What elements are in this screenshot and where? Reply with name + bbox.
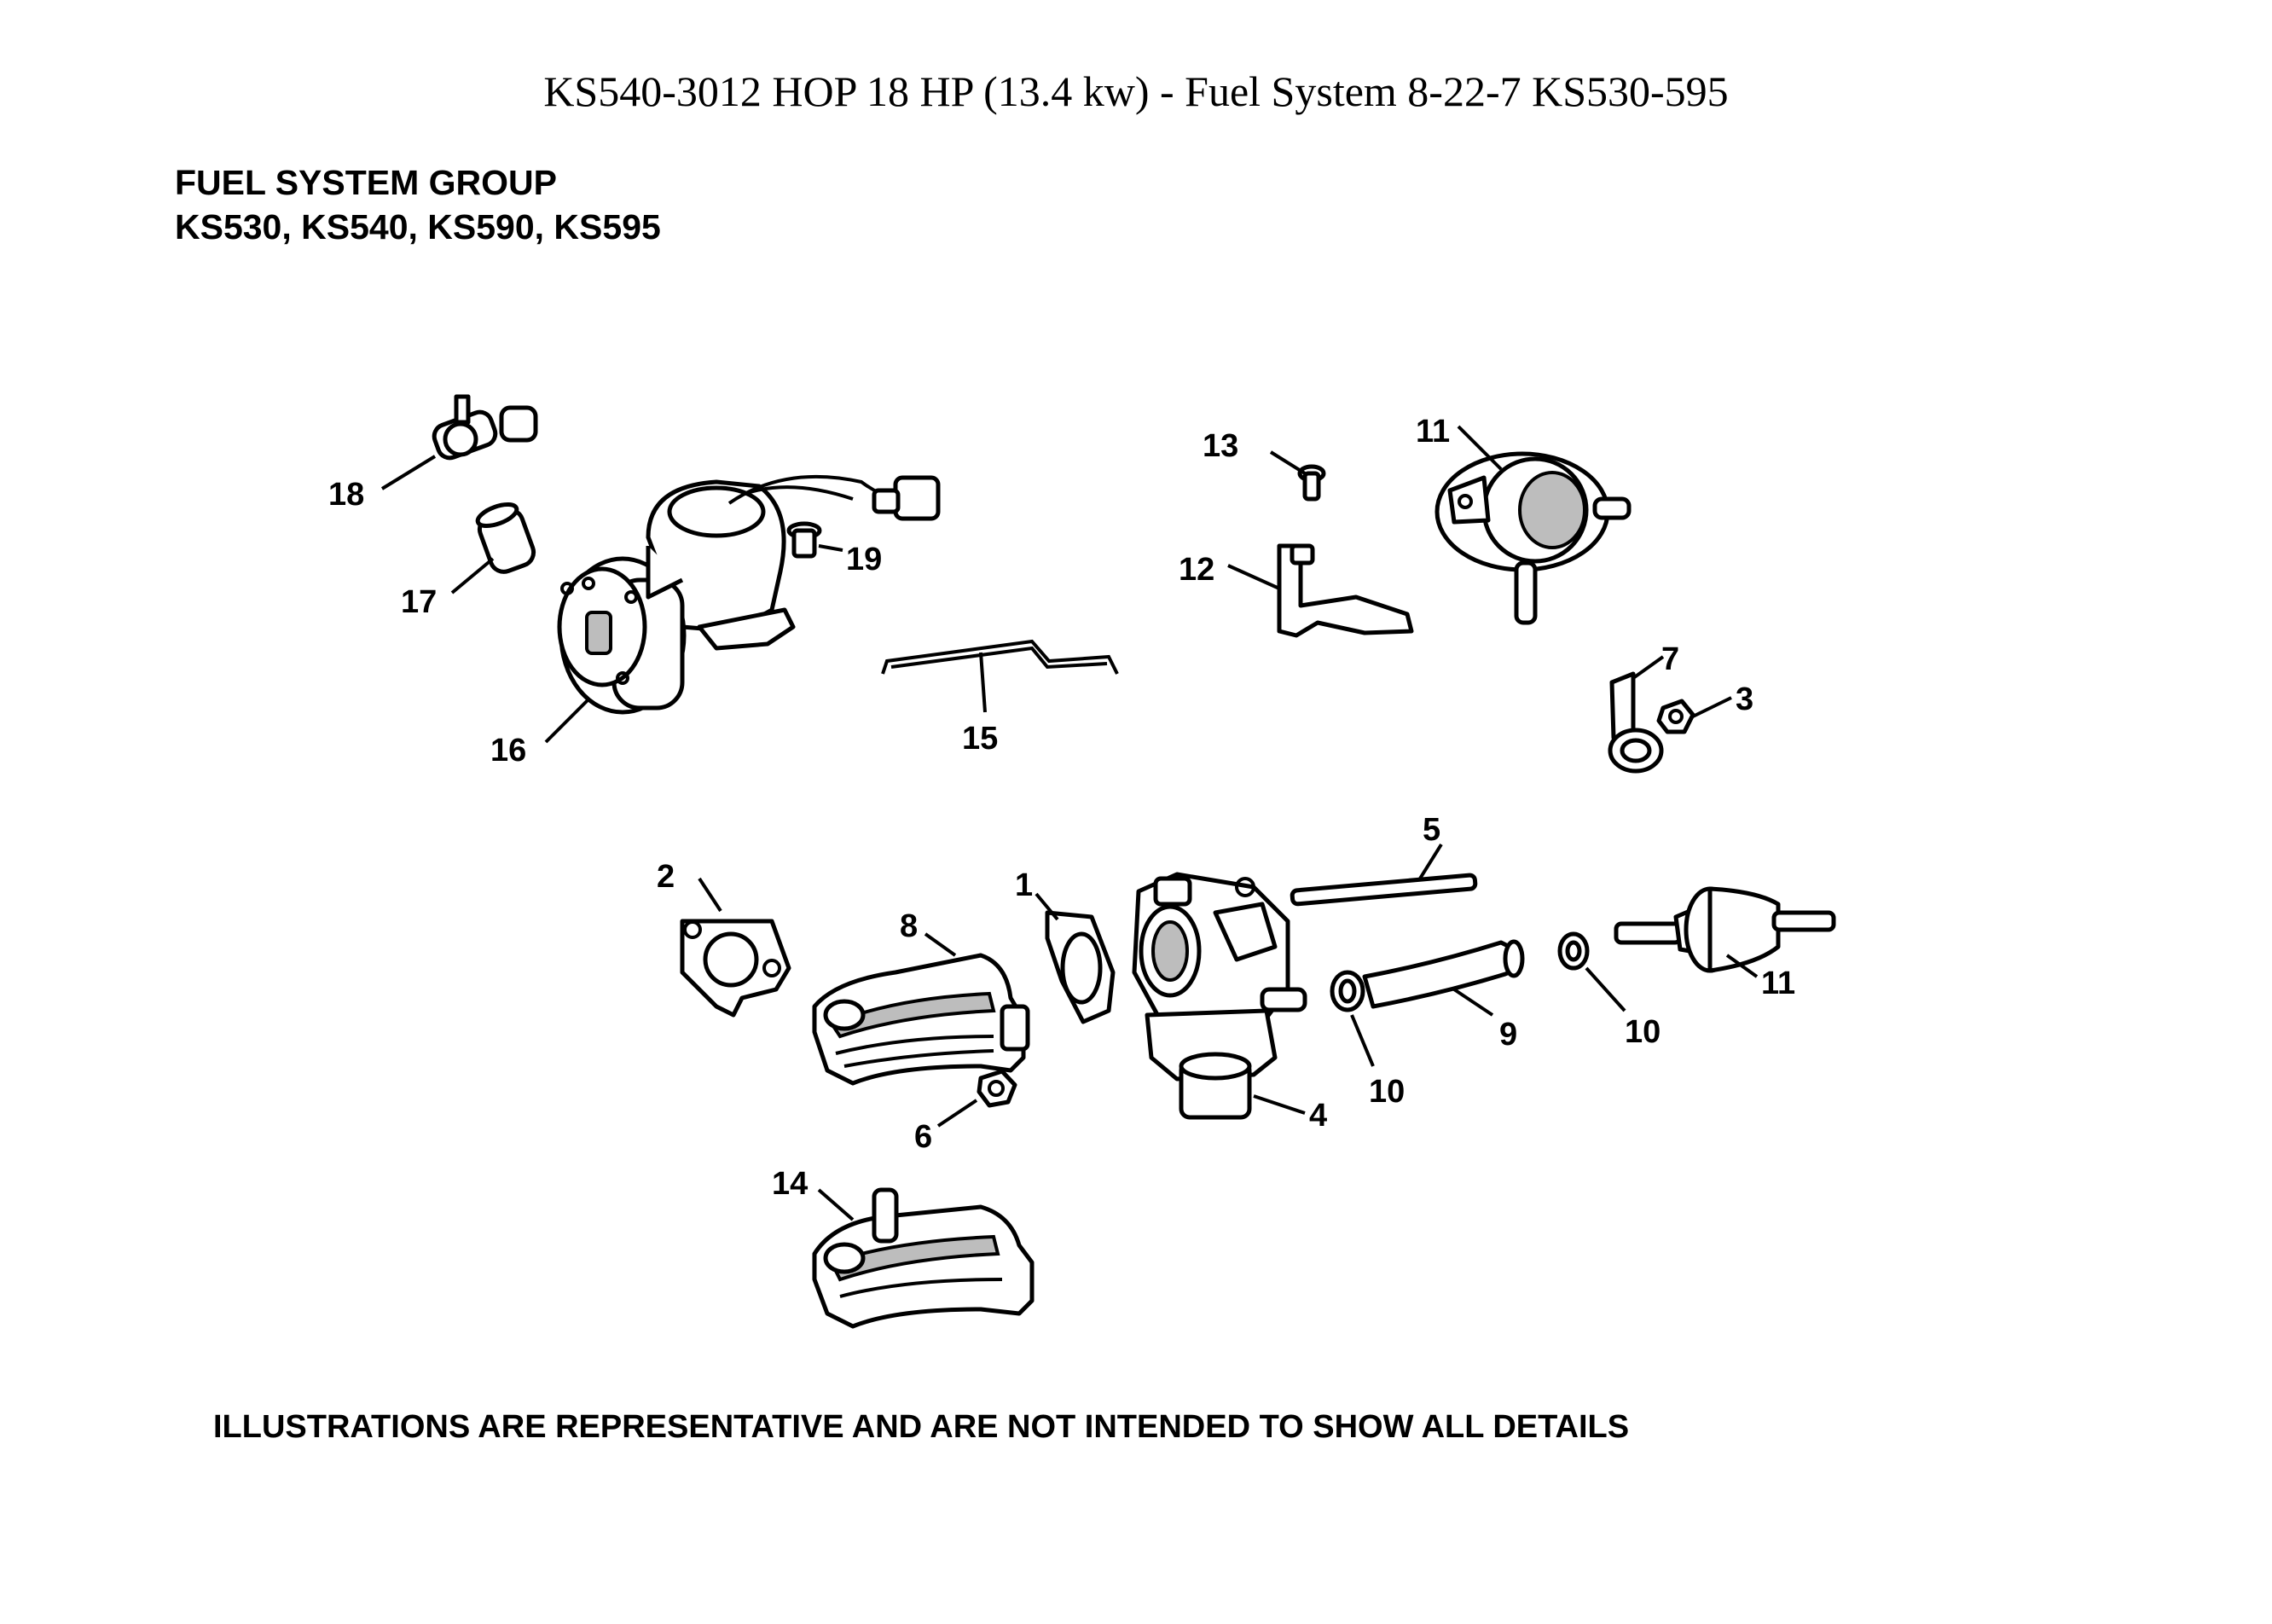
callout-3: 3 <box>1736 682 1753 717</box>
callout-8: 8 <box>900 908 918 944</box>
part-6-nut <box>977 1069 1017 1108</box>
part-18-hose <box>475 502 536 574</box>
callout-5: 5 <box>1423 812 1440 848</box>
part-1-gasket <box>1045 910 1116 1024</box>
part-14-screw <box>1297 464 1326 502</box>
part-12-fuel-pump <box>1434 451 1632 625</box>
part-13-bracket <box>1277 543 1414 638</box>
part-10-clamp-left <box>1330 970 1365 1012</box>
callout-10-right: 10 <box>1625 1014 1661 1050</box>
callout-18: 17 <box>401 584 437 620</box>
callout-17: 16 <box>490 733 526 768</box>
document-title: KS540-3012 HOP 18 HP (13.4 kw) - Fuel Sy… <box>543 67 1729 115</box>
part-15-intake <box>812 1187 1035 1329</box>
callout-1: 1 <box>1015 867 1033 903</box>
callout-16: 15 <box>962 721 998 757</box>
group-heading-line-2: KS530, KS540, KS590, KS595 <box>175 207 661 246</box>
callout-7: 7 <box>1661 641 1679 677</box>
part-11-fuel-filter <box>1614 886 1836 973</box>
part-9-fuel-hose <box>1362 939 1525 1009</box>
part-2-gasket <box>680 919 791 1018</box>
callout-19: 18 <box>328 477 364 513</box>
callout-15: 14 <box>772 1166 808 1202</box>
part-4-carburetor <box>1132 872 1307 1120</box>
callout-10-left: 10 <box>1369 1074 1405 1110</box>
disclaimer: ILLUSTRATIONS ARE REPRESENTATIVE AND ARE… <box>213 1409 1630 1445</box>
part-10-clamp-right <box>1557 931 1590 971</box>
part-16-bracket-rod <box>881 639 1119 675</box>
group-heading-line-1: FUEL SYSTEM GROUP <box>175 163 558 202</box>
part-5-rod <box>1290 873 1478 907</box>
callout-numbers: 18 17 16 19 15 13 12 11 7 3 2 8 1 5 6 4 … <box>328 414 1795 1202</box>
part-8-intake-shield <box>812 953 1030 1086</box>
callout-9: 9 <box>1499 1017 1517 1053</box>
callout-20: 19 <box>846 542 882 577</box>
group-heading: FUEL SYSTEM GROUP KS530, KS540, KS590, K… <box>175 160 661 249</box>
part-7-clamp <box>1608 671 1664 774</box>
part-20-screw <box>786 521 822 559</box>
callout-11: 11 <box>1761 966 1795 1001</box>
callout-2: 2 <box>657 859 675 895</box>
callout-12: 11 <box>1416 414 1450 450</box>
callout-6: 6 <box>914 1119 932 1155</box>
leader-lines <box>380 425 1759 1221</box>
part-17-carburetor-assembly <box>557 474 941 715</box>
callout-14: 13 <box>1203 428 1238 464</box>
part-19-shutoff-valve <box>432 394 538 461</box>
callout-4: 4 <box>1309 1098 1327 1134</box>
part-3-nut <box>1656 699 1695 734</box>
callout-13: 12 <box>1179 552 1214 588</box>
